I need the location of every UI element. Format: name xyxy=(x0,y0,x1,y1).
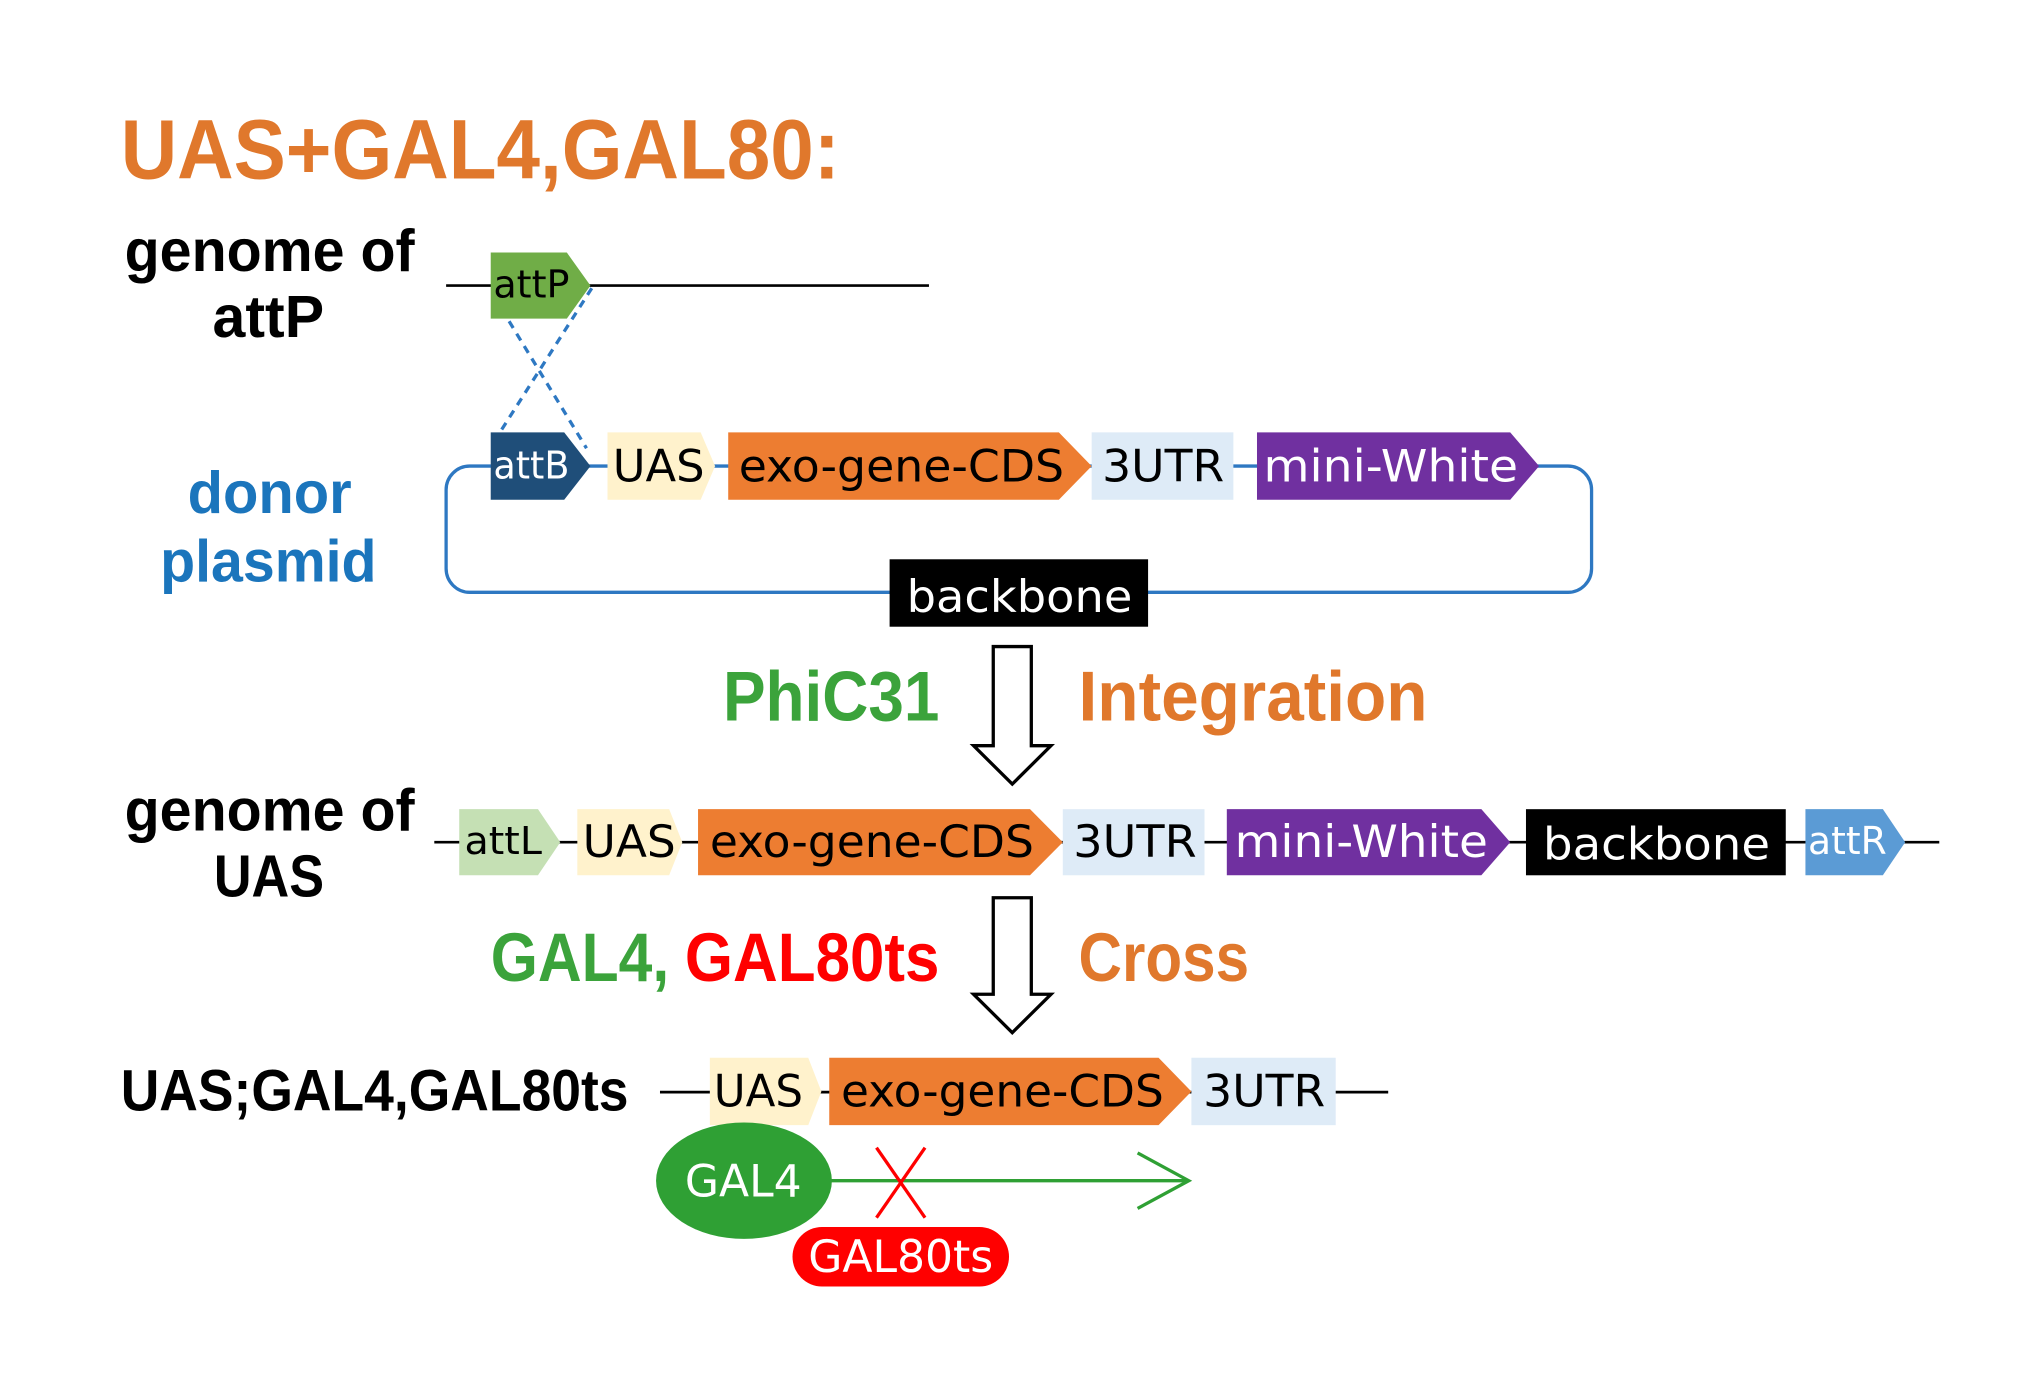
diagram-title: UAS+GAL4,GAL80: xyxy=(121,102,840,196)
donor-utr-label: 3UTR xyxy=(1102,439,1224,492)
uas-genome-uas-element xyxy=(577,809,683,876)
cross-step: GAL4, GAL80ts Cross xyxy=(491,896,1250,1035)
donor-attb-label: attB xyxy=(493,444,569,488)
integration-label: Integration xyxy=(1079,657,1428,735)
phic31-label: PhiC31 xyxy=(723,657,939,735)
final-utr-element xyxy=(1191,1057,1336,1126)
uas-genome-attr-site xyxy=(1805,809,1906,876)
donor-label-line1: donor xyxy=(188,459,352,526)
uas-genome-cds-label: exo-gene-CDS xyxy=(710,815,1034,868)
gal4-driver-label: GAL4, xyxy=(491,919,669,996)
final-utr-label: 3UTR xyxy=(1203,1065,1325,1118)
donor-plasmid: donor plasmid attB UAS exo-gene-CDS 3UTR… xyxy=(160,432,1594,627)
final-cds-label: exo-gene-CDS xyxy=(841,1065,1164,1118)
recombination-crossover xyxy=(498,287,594,450)
gal80ts-protein-pill xyxy=(792,1226,1010,1287)
integration-down-arrow xyxy=(969,644,1055,787)
donor-cds-element xyxy=(728,432,1092,500)
donor-uas-element xyxy=(607,432,716,500)
cross-down-arrow xyxy=(969,896,1055,1035)
integration-step: PhiC31 Integration xyxy=(723,644,1428,787)
gal80ts-protein-label: GAL80ts xyxy=(808,1230,993,1283)
inhibition-x-stroke-b xyxy=(875,1146,927,1219)
final-genotype-label: UAS;GAL4,GAL80ts xyxy=(121,1059,629,1123)
uas-genome-attl-site xyxy=(459,809,561,876)
attp-site-label: attP xyxy=(493,263,569,307)
final-cds-element xyxy=(829,1057,1192,1126)
donor-backbone-element xyxy=(889,559,1149,627)
uas-genome-label-line2: UAS xyxy=(214,842,324,909)
final-genotype-row: UAS;GAL4,GAL80ts UAS exo-gene-CDS 3UTR G… xyxy=(121,1057,1389,1287)
uas-genome-utr-label: 3UTR xyxy=(1073,815,1196,868)
gal4-protein-label: GAL4 xyxy=(685,1154,802,1207)
donor-backbone-label: backbone xyxy=(907,570,1133,623)
uas-genome-backbone-label: backbone xyxy=(1543,817,1770,870)
gal80ts-repressor-label: GAL80ts xyxy=(685,919,940,996)
uas-genome-row: genome of UAS attL UAS exo-gene-CDS 3UTR… xyxy=(125,776,1940,909)
donor-uas-label: UAS xyxy=(613,439,705,492)
crossover-line-a xyxy=(507,320,588,450)
donor-mini-white-label: mini-White xyxy=(1264,439,1519,492)
gal4-protein-ellipse xyxy=(656,1122,832,1239)
uas-genome-label-line1: genome of xyxy=(125,776,415,843)
attp-genome-label-line2: attP xyxy=(213,283,325,350)
donor-attb-site xyxy=(490,432,591,500)
final-uas-label: UAS xyxy=(714,1065,803,1118)
uas-genome-backbone-element xyxy=(1525,809,1786,876)
attp-genome-label-line1: genome of xyxy=(125,217,415,284)
uas-genome-utr-element xyxy=(1062,809,1205,876)
uas-genome-mini-white-element xyxy=(1226,809,1511,876)
uas-genome-mini-white-label: mini-White xyxy=(1235,815,1488,868)
donor-utr-element xyxy=(1091,432,1234,500)
final-uas-element xyxy=(709,1057,822,1126)
attp-site xyxy=(490,252,591,319)
cross-label: Cross xyxy=(1079,919,1250,996)
uas-genome-attl-label: attL xyxy=(464,820,542,864)
donor-mini-white-element xyxy=(1256,432,1540,500)
uas-genome-attr-label: attR xyxy=(1808,820,1887,864)
donor-cds-label: exo-gene-CDS xyxy=(739,439,1064,492)
attp-genome-row: genome of attP xyxy=(125,217,929,350)
donor-label-line2: plasmid xyxy=(160,528,376,595)
uas-genome-cds-element xyxy=(698,809,1063,876)
uas-genome-uas-label: UAS xyxy=(583,815,676,868)
transcription-arrow-head xyxy=(1136,1151,1193,1210)
